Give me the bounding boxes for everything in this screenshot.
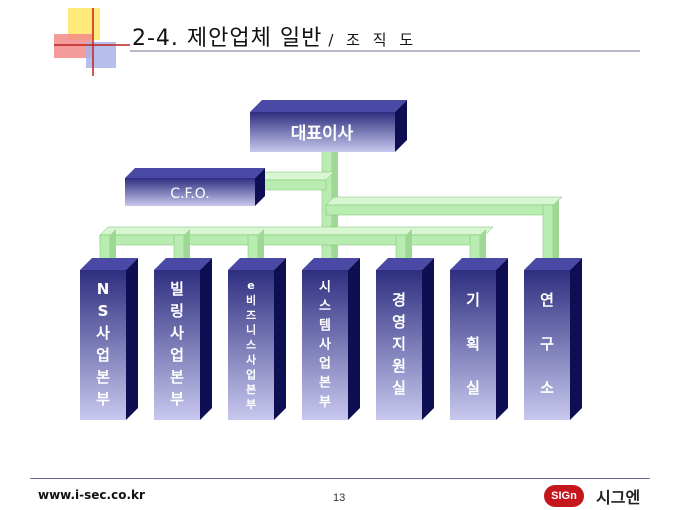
dept-box-4-side (348, 258, 360, 420)
dept-drop-4-side (406, 229, 412, 266)
cfo-connector (255, 179, 327, 191)
cfo-box-top (125, 168, 265, 178)
dept-box-3-top (228, 258, 286, 270)
lab-connector-top (325, 196, 563, 206)
cfo-box-side (255, 168, 265, 206)
dept-box-2-side (200, 258, 212, 420)
footer-rule (30, 478, 650, 479)
ceo-box-top (250, 100, 407, 112)
dept-box-5-side (422, 258, 434, 420)
dept-connector-top (99, 226, 494, 236)
dept-box-1 (80, 270, 126, 420)
dept-connector (99, 234, 486, 246)
ceo-label: 대표이사 (291, 124, 354, 144)
ceo-box (250, 112, 395, 152)
page-title: 2-4. 제안업체 일반 / 조 직 도 (132, 20, 417, 52)
ceo-box-side (395, 100, 407, 152)
dept-drop-2-side (184, 229, 190, 266)
cfo-connector-top (255, 171, 335, 181)
dept-box-5 (376, 270, 422, 420)
dept-drop-3-side (258, 229, 264, 266)
dept-box-4-top (302, 258, 360, 270)
lab-drop (542, 204, 554, 267)
lab-connector (325, 204, 555, 216)
dept-box-6 (450, 270, 496, 420)
page-title-main: 2-4. 제안업체 일반 (132, 26, 323, 51)
dept-box-7-top (524, 258, 582, 270)
dept-box-6-side (496, 258, 508, 420)
company-name: 시그엔 (596, 488, 641, 507)
dept-label-7: 연 구 소 (540, 291, 554, 397)
dept-box-2-top (154, 258, 212, 270)
dept-drop-1-side (110, 229, 116, 266)
dept-box-6-top (450, 258, 508, 270)
dept-box-1-side (126, 258, 138, 420)
dept-box-3 (228, 270, 274, 420)
footer-url[interactable]: www.i-sec.co.kr (38, 488, 145, 502)
dept-box-1-top (80, 258, 138, 270)
decor-red-square (54, 34, 92, 58)
dept-box-4 (302, 270, 348, 420)
cfo-box (125, 178, 255, 206)
decor-blue-square (86, 42, 116, 68)
title-underline (130, 50, 640, 52)
page-number: 13 (333, 492, 346, 504)
dept-box-5-top (376, 258, 434, 270)
cfo-label: C.F.O. (170, 186, 209, 202)
dept-box-7-side (570, 258, 582, 420)
header-decoration (54, 8, 130, 76)
dept-box-2 (154, 270, 200, 420)
page-title-sub: / 조 직 도 (328, 31, 418, 49)
lab-drop-side (553, 199, 559, 266)
dept-box-3-side (274, 258, 286, 420)
dept-label-6: 기 획 실 (466, 291, 480, 397)
dept-box-7 (524, 270, 570, 420)
dept-drop-5-side (480, 229, 486, 266)
company-logo-icon: SIGn (544, 485, 584, 507)
